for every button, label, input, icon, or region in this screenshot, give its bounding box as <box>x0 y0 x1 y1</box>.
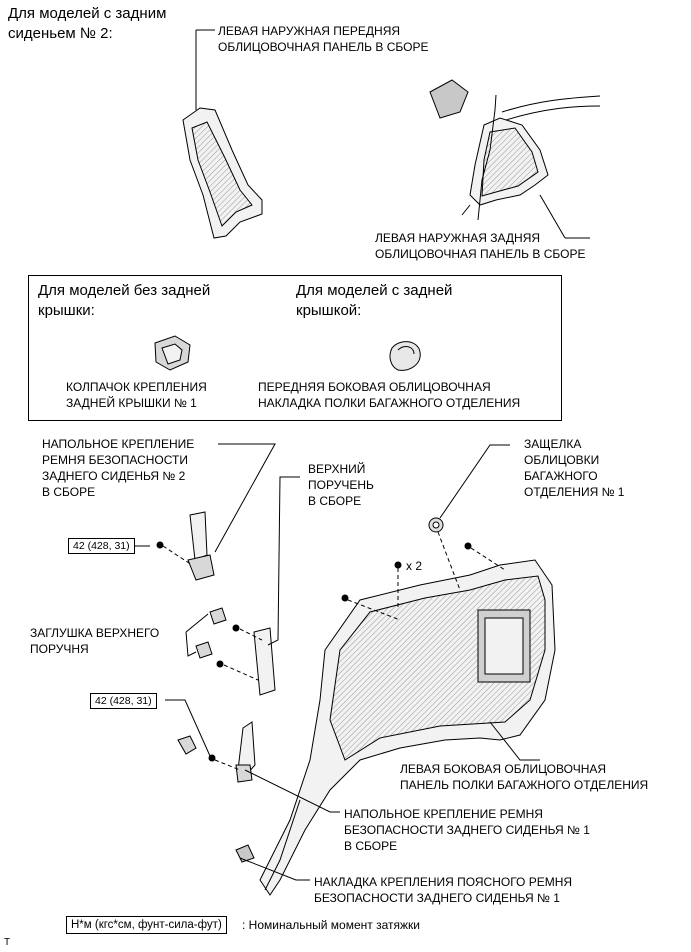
lap-belt-cover-label-line-2: БЕЗОПАСНОСТИ ЗАДНЕГО СИДЕНЬЯ № 1 <box>314 891 560 905</box>
lap-belt-cover-label-line-1: НАКЛАДКА КРЕПЛЕНИЯ ПОЯСНОГО РЕМНЯ <box>314 875 573 889</box>
latch-label-line-1: ЗАЩЕЛКА <box>524 437 582 451</box>
upper-handle-label-line-2: ПОРУЧЕНЬ <box>308 478 374 492</box>
top-condition-line-1: Для моделей с задним <box>8 5 167 22</box>
floor-anchor-1-label-line-1: НАПОЛЬНОЕ КРЕПЛЕНИЕ РЕМНЯ <box>344 807 543 821</box>
side-panel-label-line-1: ЛЕВАЯ БОКОВАЯ ОБЛИЦОВОЧНАЯ <box>400 762 607 776</box>
front-panel-label-line-2: ОБЛИЦОВОЧНАЯ ПАНЕЛЬ В СБОРЕ <box>218 40 429 54</box>
floor-anchor-2-label-line-3: ЗАДНЕГО СИДЕНЬЯ № 2 <box>42 469 186 483</box>
torque-box-1: 42 (428, 31) <box>68 538 135 554</box>
rear-panel-label-line-1: ЛЕВАЯ НАРУЖНАЯ ЗАДНЯЯ <box>375 231 541 245</box>
torque-box-2: 42 (428, 31) <box>90 693 157 709</box>
variant-left-condition-line-1: Для моделей без задней <box>38 282 211 299</box>
handle-plug-label-line-1: ЗАГЛУШКА ВЕРХНЕГО <box>30 626 160 640</box>
front-outer-trim-panel-part <box>182 30 263 239</box>
seat-belt-anchor-2-part <box>187 511 215 581</box>
floor-anchor-2-label-line-1: НАПОЛЬНОЕ КРЕПЛЕНИЕ <box>42 437 195 451</box>
handle-plug-label-line-2: ПОРУЧНЯ <box>30 642 89 656</box>
rear-panel-label-line-2: ОБЛИЦОВОЧНАЯ ПАНЕЛЬ В СБОРЕ <box>375 247 586 261</box>
rear-cover-cap-part <box>154 335 191 371</box>
leader-lines <box>130 443 540 881</box>
upper-handle-label-line-1: ВЕРХНИЙ <box>308 462 366 476</box>
floor-anchor-2-label-line-4: В СБОРЕ <box>42 485 96 499</box>
rear-cover-cap-label-line-1: КОЛПАЧОК КРЕПЛЕНИЯ <box>66 380 207 394</box>
side-trim-panel-part <box>259 559 556 896</box>
legend-meaning: : Номинальный момент затяжки <box>242 918 420 932</box>
floor-anchor-1-label-line-3: В СБОРЕ <box>344 839 398 853</box>
latch-label-line-3: БАГАЖНОГО <box>524 469 598 483</box>
assembly-lines <box>162 531 506 771</box>
variant-right-condition-line-2: крышкой: <box>296 302 362 319</box>
rear-cover-cap-label-line-2: ЗАДНЕЙ КРЫШКИ № 1 <box>66 396 197 410</box>
seat-belt-anchor-1-part <box>177 721 256 863</box>
front-side-shelf-cover-part <box>389 341 421 371</box>
top-condition-line-2: сиденьем № 2: <box>8 25 113 42</box>
variant-left-condition-line-2: крышки: <box>38 302 95 319</box>
legend-unit-box: Н*м (кгс*см, фунт-сила-фут) <box>66 916 227 934</box>
floor-anchor-2-label-line-2: РЕМНЯ БЕЗОПАСНОСТИ <box>42 453 188 467</box>
latch-label-line-4: ОТДЕЛЕНИЯ № 1 <box>524 485 625 499</box>
clip-count-label: x 2 <box>406 559 423 573</box>
footer-mark: T <box>4 937 11 948</box>
handle-plug-parts <box>195 607 227 659</box>
latch-label-line-2: ОБЛИЦОВКИ <box>524 453 600 467</box>
variant-box <box>28 275 562 421</box>
upper-handle-label-line-3: В СБОРЕ <box>308 494 362 508</box>
shelf-cover-label-line-1: ПЕРЕДНЯЯ БОКОВАЯ ОБЛИЦОВОЧНАЯ <box>258 380 491 394</box>
floor-anchor-1-label-line-2: БЕЗОПАСНОСТИ ЗАДНЕГО СИДЕНЬЯ № 1 <box>344 823 590 837</box>
shelf-cover-label-line-2: НАКЛАДКА ПОЛКИ БАГАЖНОГО ОТДЕЛЕНИЯ <box>258 396 521 410</box>
upper-handle-part <box>253 627 276 696</box>
trim-latch-part <box>428 517 444 533</box>
side-panel-label-line-2: ПАНЕЛЬ ПОЛКИ БАГАЖНОГО ОТДЕЛЕНИЯ <box>400 778 649 792</box>
front-panel-label-line-1: ЛЕВАЯ НАРУЖНАЯ ПЕРЕДНЯЯ <box>218 24 401 38</box>
variant-right-condition-line-1: Для моделей с задней <box>296 282 453 299</box>
fasteners <box>156 541 472 762</box>
rear-outer-trim-panel-part <box>429 79 601 221</box>
